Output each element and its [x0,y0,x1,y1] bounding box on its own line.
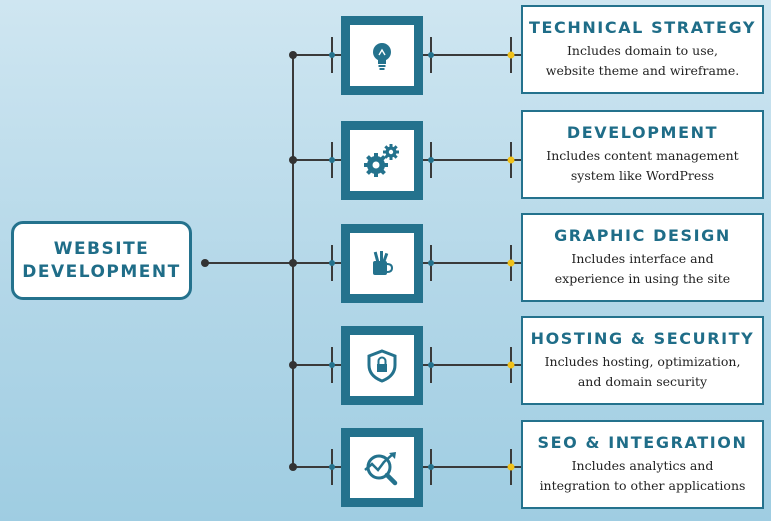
icon-box-hosting-security [341,326,423,405]
card-title: GRAPHIC DESIGN [554,226,731,245]
card-description: Includes content management system like … [546,148,739,183]
icon-box-graphic-design [341,224,423,303]
icon-box-seo-integration [341,428,423,507]
card-description: Includes analytics and integration to ot… [539,458,746,493]
gears-icon [364,143,399,177]
design-tools-icon [373,250,394,275]
card-title: SEO & INTEGRATION [537,433,748,452]
card-description: Includes domain to use, website theme an… [545,43,740,78]
card-title: HOSTING & SECURITY [530,329,755,348]
icon-box-technical-strategy [341,16,423,95]
root-node: WEBSITE DEVELOPMENT [11,221,192,300]
card-description: Includes hosting, optimization, and doma… [544,354,741,389]
shield-lock-icon [367,348,397,383]
analytics-magnifier-icon [364,451,398,485]
root-line1: WEBSITE [53,238,150,259]
card-title: TECHNICAL STRATEGY [528,18,757,37]
card-title: DEVELOPMENT [566,123,719,142]
lightbulb-icon [373,42,391,70]
card-seo-integration: SEO & INTEGRATION Includes analytics and… [521,420,764,509]
card-hosting-security: HOSTING & SECURITY Includes hosting, opt… [521,316,764,405]
root-line2: DEVELOPMENT [22,261,181,282]
card-description: Includes interface and experience in usi… [554,251,731,286]
icon-box-development [341,121,423,200]
card-development: DEVELOPMENT Includes content management … [521,110,764,199]
card-technical-strategy: TECHNICAL STRATEGY Includes domain to us… [521,5,764,94]
card-graphic-design: GRAPHIC DESIGN Includes interface and ex… [521,213,764,302]
